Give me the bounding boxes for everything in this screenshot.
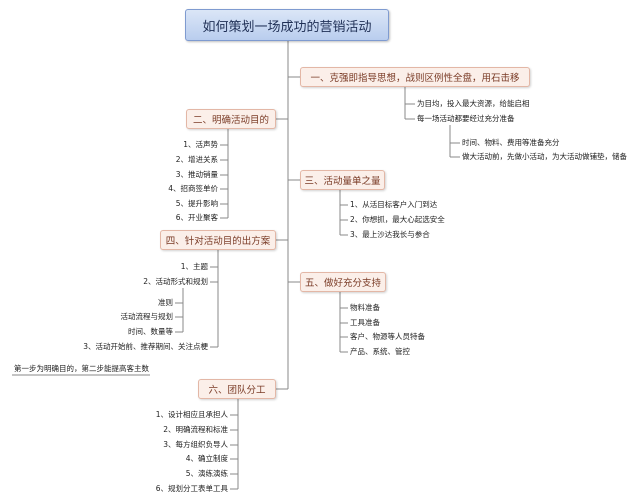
branch-guiding-ideas[interactable]: 一、克强即指导思想，战则区例性全盘，用石击移	[300, 67, 530, 87]
leaf-b3-2: 2、你想抓，最大心起选安全	[350, 215, 445, 224]
leaf-b3-3: 3、最上沙达我长与参合	[350, 230, 430, 239]
leaf-b4-sub-3: 时间、数量等	[128, 327, 173, 336]
leaf-b5-3: 客户、物源等人员特备	[350, 332, 425, 341]
leaf-b4-sub-2: 活动流程与规划	[120, 312, 174, 321]
leaf-b3-1: 1、从活目标客户入门到达	[350, 200, 438, 209]
leaf-b2-6: 6、开业聚客	[175, 213, 218, 222]
leaf-b2-4: 4、招商签单价	[168, 184, 218, 193]
branch-purpose[interactable]: 二、明确活动目的	[186, 109, 276, 129]
leaf-b5-1: 物料准备	[350, 303, 380, 312]
leaf-b4-sub-1: 准则	[158, 298, 173, 307]
leaf-b4-1: 1、主题	[180, 262, 208, 271]
leaf-b4-note: 第一步为明确目的，第二步能提高客主数	[14, 364, 149, 373]
leaf-b2-2: 2、增进关系	[175, 155, 218, 164]
leaf-b1-2: 每一场活动都要经过充分准备	[417, 114, 515, 123]
leaf-b6-6: 6、规划分工表单工具	[155, 484, 228, 493]
leaf-b4-3: 3、活动开始前、推荐期间、关注点梗	[83, 342, 208, 351]
branch-key-points[interactable]: 三、活动量单之量	[300, 170, 385, 190]
leaf-b6-4: 4、确立制度	[185, 454, 228, 463]
leaf-b4-2: 2、活动形式和规划	[143, 277, 208, 286]
root-topic[interactable]: 如何策划一场成功的营销活动	[185, 9, 389, 41]
branch-support[interactable]: 五、做好充分支持	[300, 272, 386, 292]
leaf-b1-sub-2: 做大活动前，先做小活动，为大活动做铺垫，储备	[462, 152, 627, 161]
leaf-b1-sub-1: 时间、物料、费用等准备充分	[462, 138, 560, 147]
leaf-b6-1: 1、设计相应且承担人	[155, 410, 228, 419]
leaf-b6-2: 2、明确流程和标准	[163, 425, 228, 434]
leaf-b5-2: 工具准备	[350, 318, 380, 327]
branch-team[interactable]: 六、团队分工	[198, 379, 276, 399]
leaf-b2-5: 5、提升影响	[175, 199, 218, 208]
leaf-b6-5: 5、演练演练	[185, 469, 228, 478]
leaf-b5-4: 产品、系统、管控	[350, 347, 410, 356]
branch-plan[interactable]: 四、针对活动目的出方案	[160, 230, 276, 250]
leaf-b6-3: 3、每方组织负导人	[163, 440, 228, 449]
leaf-b2-3: 3、推动销量	[175, 170, 218, 179]
leaf-b1-1: 为目均，投入最大资源，给能启相	[417, 99, 530, 108]
leaf-b2-1: 1、活声势	[183, 140, 218, 149]
